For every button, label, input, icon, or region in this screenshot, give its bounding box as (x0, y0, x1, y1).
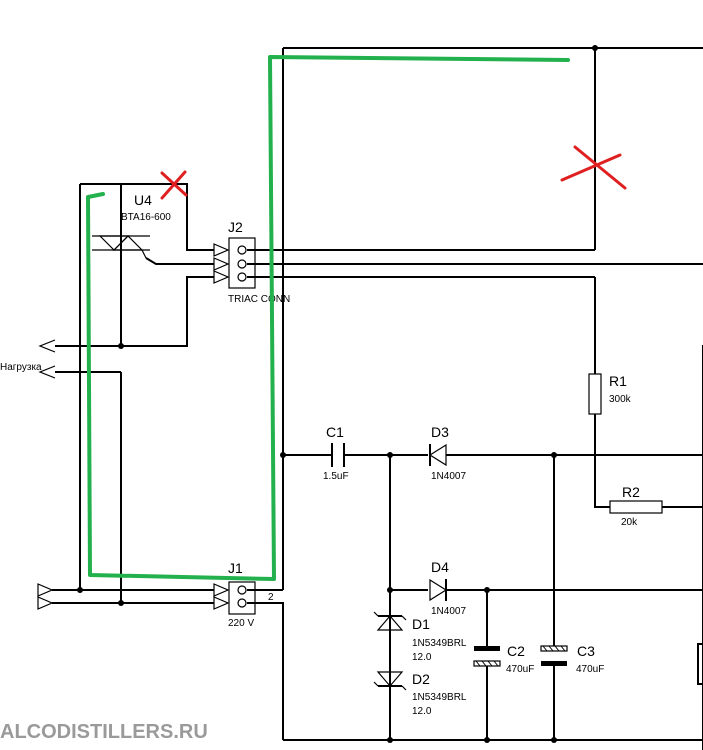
load-label: Нагрузка (0, 362, 42, 373)
site-watermark: ALCODISTILLERS.RU (0, 721, 208, 743)
j2-value: TRIAC CONN (228, 294, 290, 305)
d1-value: 1N5349BRL (412, 638, 467, 649)
r1-value: 300k (609, 394, 632, 405)
junctions (77, 45, 598, 743)
c3-value: 470uF (576, 664, 604, 675)
r1-ref: R1 (609, 373, 627, 389)
diode-d3: D3 1N4007 (428, 424, 466, 482)
d2-ref: D2 (412, 671, 430, 687)
capacitor-c2: C2 470uF (473, 643, 534, 675)
capacitor-c1: C1 1.5uF (323, 424, 349, 482)
u4-value: BTA16-600 (121, 212, 171, 223)
u4-ref: U4 (134, 192, 152, 208)
resistor-r2: R2 20k (609, 484, 663, 528)
connector-j2: J2 TRIAC CONN (213, 219, 290, 305)
c2-ref: C2 (507, 643, 525, 659)
c3-ref: C3 (577, 643, 595, 659)
c1-value: 1.5uF (323, 471, 349, 482)
green-markup-path (86, 55, 570, 581)
red-cross-triac (160, 170, 188, 200)
d4-value: 1N4007 (431, 606, 466, 617)
r2-ref: R2 (622, 484, 640, 500)
j2-ref: J2 (228, 219, 243, 235)
load-terminals: Нагрузка (0, 339, 56, 379)
resistor-r1: R1 300k (588, 373, 632, 415)
mains-input-terminals (37, 583, 54, 610)
triac-u4: U4 BTA16-600 (92, 192, 171, 259)
zener-d2: D2 1N5349BRL 12.0 (373, 671, 467, 717)
j1-value: 220 V (228, 618, 254, 629)
capacitor-c3: C3 470uF (540, 643, 604, 675)
j1-pin-label: 2 (268, 592, 274, 603)
d1-voltage: 12.0 (412, 652, 432, 663)
d2-voltage: 12.0 (412, 706, 432, 717)
d1-ref: D1 (412, 616, 430, 632)
j1-ref: J1 (228, 560, 243, 576)
connector-j1: J1 220 V 2 (213, 560, 274, 629)
diode-d4: D4 1N4007 (429, 559, 466, 617)
d4-ref: D4 (431, 559, 449, 575)
r2-value: 20k (621, 517, 638, 528)
d3-ref: D3 (431, 424, 449, 440)
red-cross-frame (560, 145, 627, 190)
d3-value: 1N4007 (431, 471, 466, 482)
c1-ref: C1 (326, 424, 344, 440)
zener-d1: D1 1N5349BRL 12.0 (373, 611, 467, 663)
c2-value: 470uF (506, 664, 534, 675)
d2-value: 1N5349BRL (412, 692, 467, 703)
wiring (52, 47, 703, 750)
